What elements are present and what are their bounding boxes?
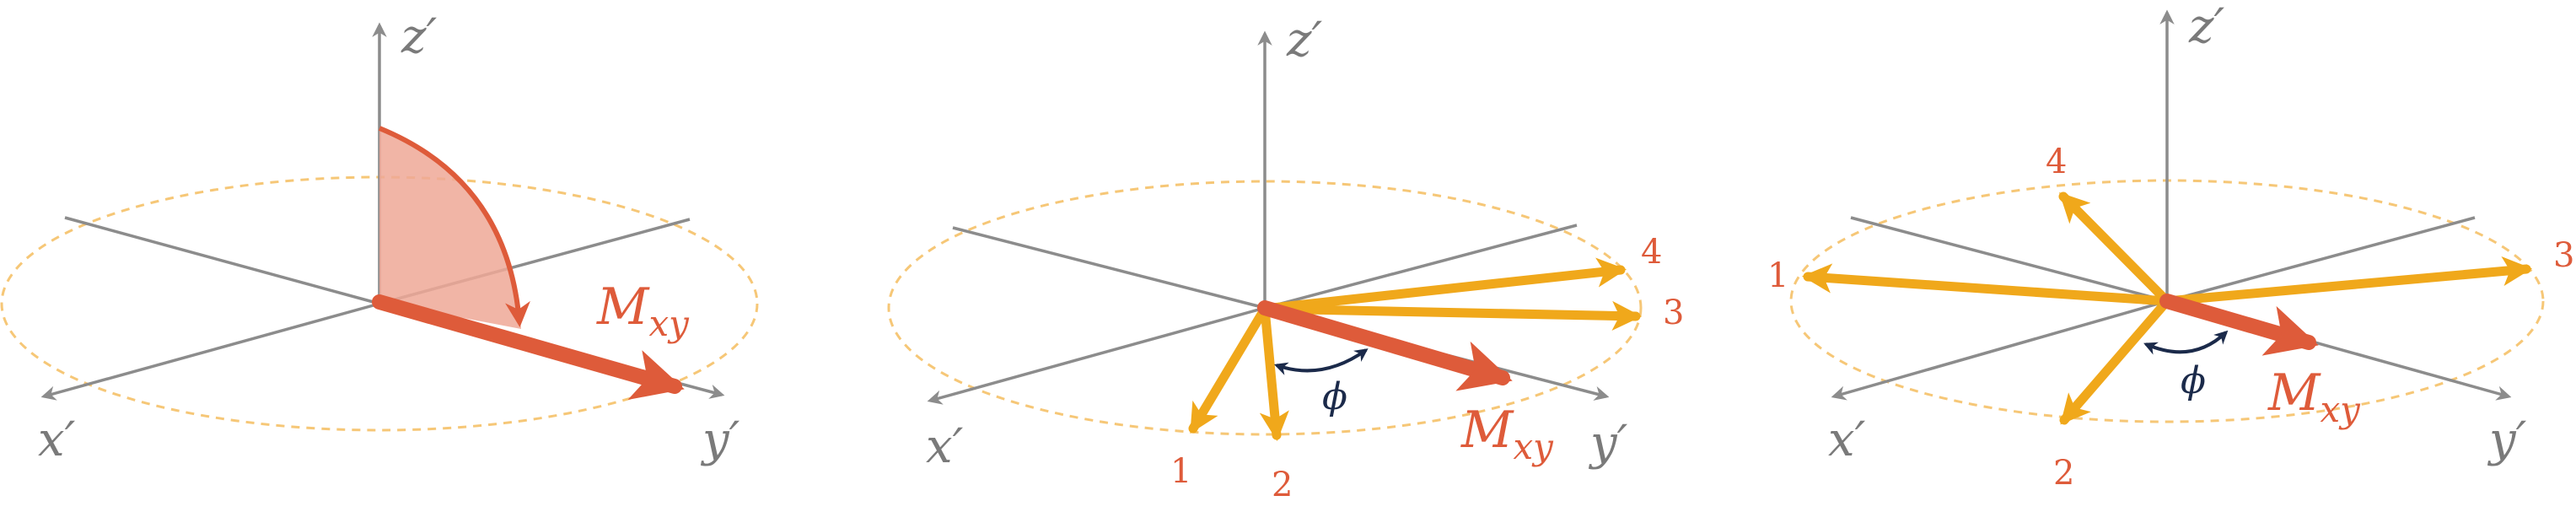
- magnetization-vector: [2159, 294, 2319, 356]
- spin-label-3: 3: [1663, 294, 1684, 332]
- z-axis-label: z′: [2188, 0, 2225, 54]
- spin-label-2: 2: [2053, 454, 2074, 493]
- z-axis-label: z′: [401, 9, 438, 64]
- x-axis: [40, 302, 380, 401]
- spin-label-4: 4: [1641, 233, 1662, 272]
- magnetization-label: Mxy: [596, 278, 690, 344]
- y-axis-label: y′: [1588, 416, 1628, 471]
- x-axis-label: x′: [1828, 412, 1866, 467]
- y-axis-label: y′: [2487, 412, 2527, 467]
- spin-vector-2: [2059, 296, 2172, 425]
- magnetization-label: Mxy: [2267, 364, 2361, 430]
- magnetization-vector: [372, 294, 685, 400]
- y-axis-label: y′: [700, 412, 740, 467]
- spin-vector-1: [1801, 263, 2172, 306]
- spin-label-1: 1: [1767, 256, 1788, 295]
- panel-2-dephasing-start: ϕ 1 2 3 4 x′ y′ z′ Mxy: [887, 13, 1684, 504]
- x-axis-label: x′: [926, 419, 964, 474]
- panel-3-dephased-spins: ϕ 1 2 3 4 x′ y′ z′ Mxy: [1767, 0, 2574, 493]
- z-axis-label: z′: [1286, 13, 1323, 67]
- phase-angle-label: ϕ: [2181, 359, 2206, 402]
- spin-vector-3: [1260, 300, 1643, 331]
- x-axis: [1831, 299, 2168, 401]
- x-axis-label: x′: [38, 412, 76, 467]
- spin-vector-4: [1260, 257, 1627, 314]
- x-axis-back: [952, 226, 1266, 310]
- spin-vector-1: [1188, 304, 1270, 434]
- spin-label-4: 4: [2046, 143, 2067, 181]
- magnetization-label: Mxy: [1460, 401, 1554, 467]
- phase-angle-label: ϕ: [1322, 375, 1347, 418]
- x-axis: [927, 306, 1266, 405]
- spin-vector-3: [2162, 256, 2533, 306]
- y-axis-back: [2166, 216, 2476, 303]
- tip-sweep-fill: [379, 128, 521, 329]
- spin-label-1: 1: [1170, 452, 1191, 491]
- y-axis-back: [1264, 224, 1578, 310]
- x-axis-back: [1850, 216, 2168, 303]
- spin-vector-4: [2058, 191, 2172, 306]
- magnetization-vector: [1257, 300, 1513, 391]
- panel-1-tipped-magnetization: x′ y′ z′ Mxy: [0, 9, 759, 467]
- x-axis-back: [64, 216, 380, 305]
- spin-vector-2: [1259, 304, 1289, 442]
- phase-angle-arc: [1273, 348, 1369, 375]
- spin-label-3: 3: [2553, 236, 2574, 275]
- tip-sweep-arc: [378, 126, 530, 327]
- spin-label-2: 2: [1272, 466, 1293, 504]
- phase-angle-arc: [2143, 330, 2229, 355]
